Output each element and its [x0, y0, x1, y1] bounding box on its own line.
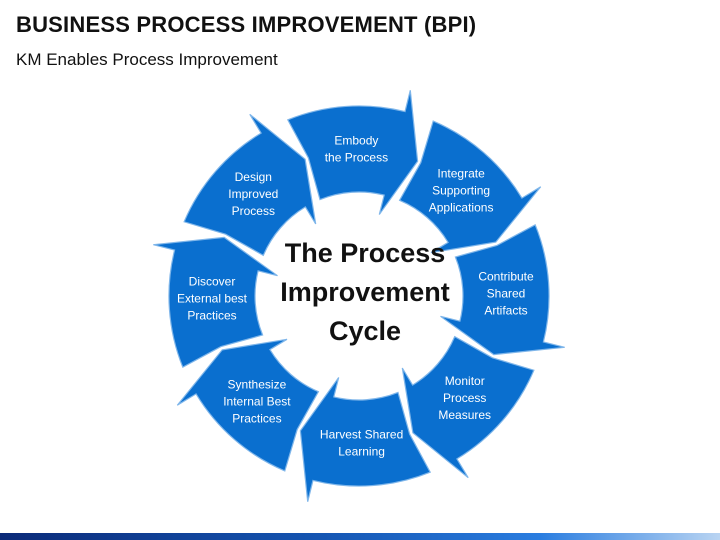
page-subtitle: KM Enables Process Improvement	[16, 50, 278, 69]
segment-synthesize-label-line: Internal Best	[223, 395, 291, 409]
segment-embody-arrow	[286, 90, 419, 215]
segment-monitor-arrow	[401, 335, 535, 479]
segment-discover-label-line: External best	[177, 292, 248, 306]
segment-monitor-label-line: Process	[443, 391, 486, 405]
segment-discover-label-line: Practices	[187, 309, 236, 323]
segment-synthesize-label-line: Practices	[232, 412, 281, 426]
segment-integrate-label-line: Applications	[429, 200, 494, 214]
center-title-line-3: Cycle	[329, 316, 401, 346]
segment-harvest-arrow	[299, 377, 432, 502]
segment-synthesize-arrow	[176, 338, 320, 472]
segment-contribute-label-line: Artifacts	[484, 303, 527, 317]
segment-contribute-label-line: Contribute	[478, 269, 534, 283]
segment-integrate-label-line: Supporting	[432, 183, 490, 197]
segment-integrate-arrow	[398, 120, 542, 254]
segment-embody-label: Embody the Process	[325, 134, 388, 165]
segment-design-arrow	[183, 113, 317, 257]
center-title-line-2: Improvement	[280, 277, 450, 307]
segment-embody-label-line: Embody	[334, 134, 378, 148]
segment-harvest-label-line: Learning	[338, 445, 385, 459]
segment-monitor-label-line: Measures	[438, 408, 491, 422]
segment-monitor-label-line: Monitor	[445, 374, 485, 388]
segment-contribute-arrow	[440, 223, 565, 356]
segment-design-label-line: Design	[235, 170, 272, 184]
center-title-line-1: The Process	[285, 238, 446, 268]
segment-embody-label-line: the Process	[325, 151, 388, 165]
page-title: BUSINESS PROCESS IMPROVEMENT (BPI)	[16, 12, 477, 37]
segment-contribute-label-line: Shared	[487, 286, 526, 300]
segment-synthesize-label-line: Synthesize	[228, 378, 287, 392]
segment-design-label-line: Process	[232, 204, 275, 218]
segment-design-label-line: Improved	[228, 187, 278, 201]
segment-discover-arrow	[153, 236, 278, 369]
segment-integrate-label-line: Integrate	[437, 166, 485, 180]
segment-harvest-label-line: Harvest Shared	[320, 428, 403, 442]
segment-discover-label-line: Discover	[189, 275, 236, 289]
footer-accent-bar	[0, 533, 720, 540]
